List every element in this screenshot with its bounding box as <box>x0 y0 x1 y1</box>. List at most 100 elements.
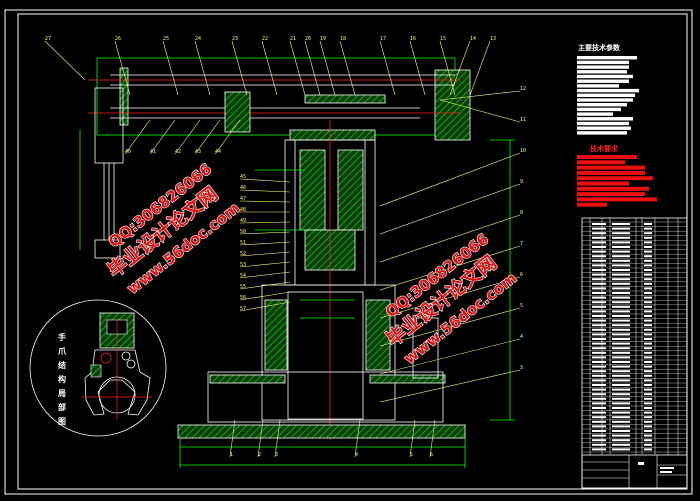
table-cell-text <box>592 273 606 276</box>
leader-line <box>162 40 179 96</box>
table-cell-text <box>644 393 652 396</box>
table-cell-text <box>612 255 630 258</box>
table-cell-text <box>592 448 606 451</box>
leader-line <box>409 40 426 96</box>
table-cell-text <box>644 407 652 409</box>
part-number-label: 44 <box>215 149 221 155</box>
table-cell-text <box>612 443 630 446</box>
gear-right <box>369 374 446 384</box>
part-number-label: 47 <box>240 196 246 202</box>
leader-lines <box>44 40 521 458</box>
param-line <box>577 117 633 121</box>
requirement-line <box>577 197 657 202</box>
table-cell-text <box>644 397 652 400</box>
part-number-label: 25 <box>163 36 169 42</box>
table-cell-text <box>612 269 630 271</box>
table-cell-text <box>644 356 652 359</box>
table-cell-text <box>592 425 606 428</box>
part-number-label: 2 <box>258 452 261 458</box>
table-cell-text <box>644 411 652 414</box>
param-line <box>577 126 631 130</box>
title-block-text <box>638 462 644 465</box>
leader-line <box>439 40 456 96</box>
table-cell-text <box>592 282 606 285</box>
caption-char: 图 <box>58 417 66 426</box>
table-cell-text <box>644 351 652 354</box>
leader-line <box>379 152 521 207</box>
table-cell-text <box>612 361 630 363</box>
leader-line <box>379 40 396 96</box>
table-cell-text <box>644 287 652 290</box>
gear-left <box>209 374 286 384</box>
bearing-left <box>264 299 288 371</box>
table-cell-text <box>592 305 606 308</box>
requirement-line <box>577 170 645 175</box>
bearing-right <box>365 299 391 371</box>
table-cell-text <box>612 296 630 299</box>
motor <box>412 317 439 379</box>
table-cell-text <box>592 351 606 354</box>
part-number-label: 53 <box>240 262 246 268</box>
table-cell-text <box>612 448 630 451</box>
table-cell-text <box>592 384 606 386</box>
part-number-label: 43 <box>195 149 201 155</box>
table-cell-text <box>644 416 652 419</box>
table-cell-text <box>592 259 606 262</box>
table-cell-text <box>644 347 652 350</box>
table-cell-text <box>592 342 606 345</box>
param-line <box>577 93 635 97</box>
main-params-list <box>577 56 639 135</box>
table-cell-text <box>644 301 652 304</box>
part-number-label: 42 <box>175 149 181 155</box>
table-cell-text <box>644 296 652 299</box>
table-cell-text <box>592 296 606 299</box>
table-cell-text <box>612 273 630 276</box>
watermark-right: 毕业设计论文网 QQ:306826066 www.56doc.com <box>381 229 521 368</box>
leader-line <box>274 419 281 458</box>
hollow-shaft <box>287 291 364 420</box>
table-cell-text <box>612 416 630 419</box>
part-number-label: 57 <box>240 306 246 312</box>
table-cell-text <box>644 379 652 382</box>
leader-line <box>304 40 321 96</box>
table-cell-text <box>612 315 630 317</box>
table-cell-text <box>592 374 606 377</box>
table-cell-text <box>612 365 630 368</box>
table-cell-text <box>644 361 652 363</box>
leader-line <box>239 231 291 235</box>
table-cell-text <box>644 374 652 377</box>
table-cell-text <box>592 361 606 363</box>
table-cell-text <box>612 223 630 225</box>
param-line <box>577 60 629 65</box>
table-cell-text <box>612 305 630 308</box>
table-cell-text <box>644 388 652 391</box>
leader-line <box>239 189 291 193</box>
param-line <box>577 79 629 83</box>
part-number-label: 48 <box>240 207 246 213</box>
leader-line <box>194 119 221 155</box>
leader-line <box>469 40 491 96</box>
leader-line <box>261 40 278 96</box>
table-cell-text <box>592 388 606 391</box>
part-number-label: 6 <box>520 272 523 278</box>
table-cell-text <box>612 292 630 294</box>
leader-line <box>379 214 521 263</box>
table-cell-text <box>592 328 606 331</box>
leader-line <box>124 119 151 155</box>
table-cell-text <box>644 292 652 294</box>
leader-line <box>379 183 521 235</box>
table-cell-text <box>592 264 606 267</box>
table-cell-text <box>644 434 652 437</box>
part-number-label: 5 <box>520 303 523 309</box>
part-number-label: 20 <box>305 36 311 42</box>
part-number-label: 3 <box>275 452 278 458</box>
table-cell-text <box>644 430 652 432</box>
table-cell-text <box>592 232 606 235</box>
gripper-detail-view <box>29 299 167 437</box>
table-cell-text <box>592 379 606 382</box>
table-cell-text <box>644 319 652 322</box>
parts-list-table <box>581 217 688 489</box>
table-cell-text <box>592 301 606 304</box>
part-number-label: 16 <box>410 36 416 42</box>
